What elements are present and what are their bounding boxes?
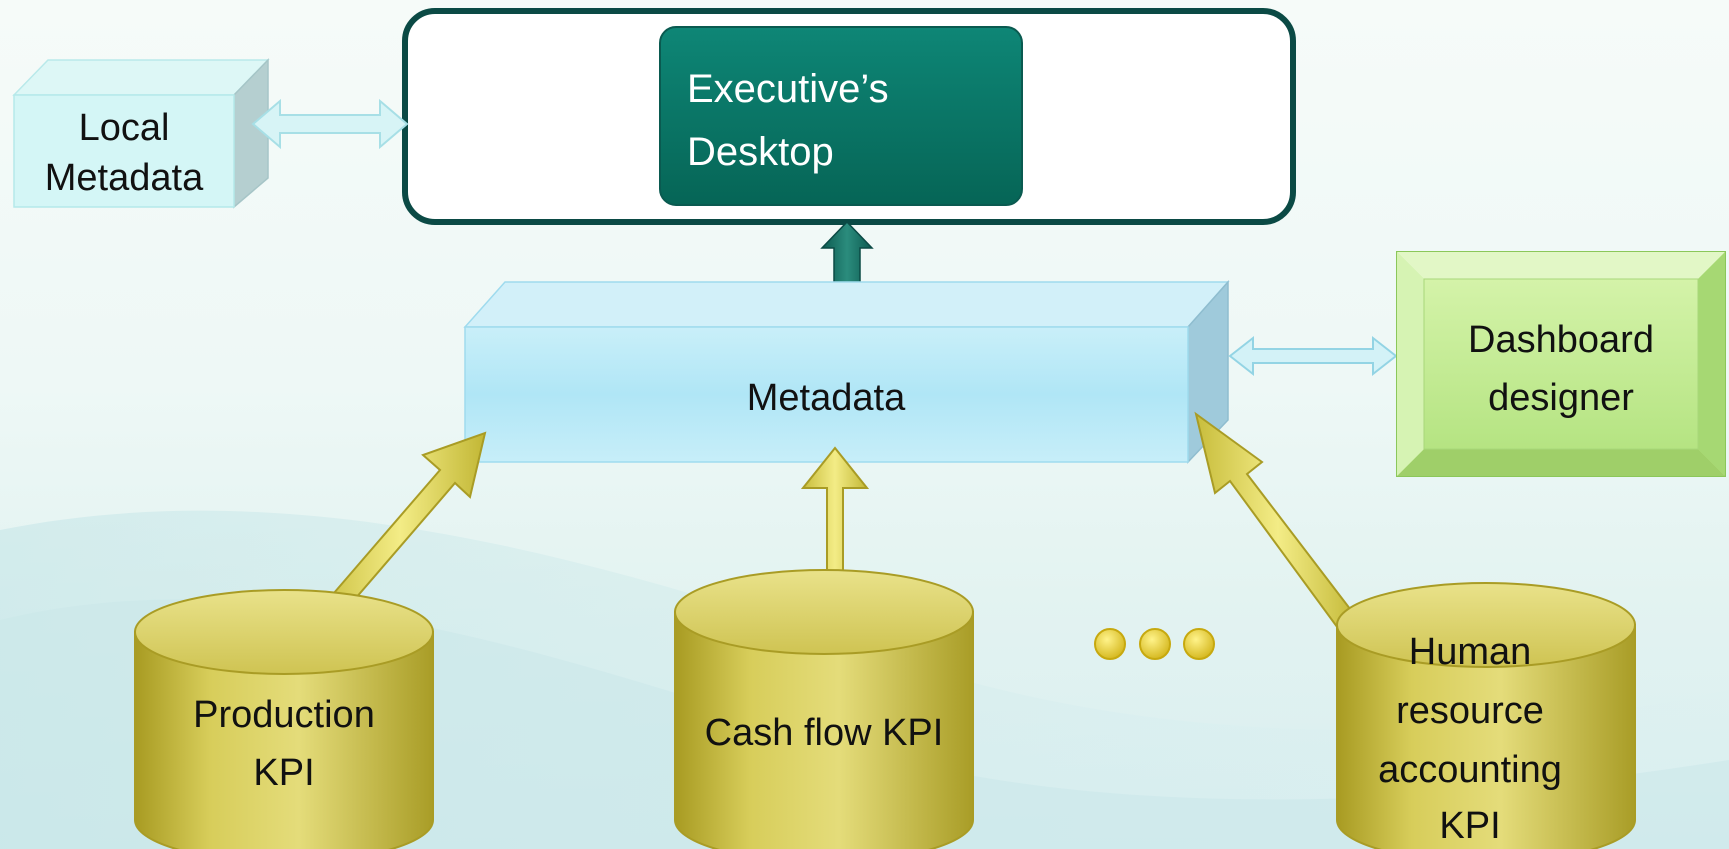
local-metadata-box: Local Metadata bbox=[12, 58, 270, 209]
executive-desktop-group: Executive’s Desktop bbox=[402, 8, 1296, 225]
metadata-label: Metadata bbox=[747, 377, 906, 419]
executive-desktop-label-line2: Desktop bbox=[687, 130, 834, 174]
local-executive-double-arrow bbox=[251, 98, 409, 150]
metadata-box: Metadata bbox=[463, 280, 1230, 464]
dashboard-designer-label-line1: Dashboard bbox=[1468, 319, 1654, 361]
hr-accounting-kpi-cylinder: Human resource accounting KPI bbox=[1336, 582, 1636, 849]
production-kpi-label-line2: KPI bbox=[253, 752, 314, 794]
hr-kpi-label-line1: Human bbox=[1409, 631, 1532, 673]
production-kpi-cylinder: Production KPI bbox=[134, 589, 434, 849]
metadata-designer-double-arrow bbox=[1228, 335, 1398, 377]
dashboard-designer-label-line2: designer bbox=[1488, 377, 1634, 419]
cash-flow-kpi-cylinder: Cash flow KPI bbox=[674, 569, 974, 849]
dashboard-designer-box: Dashboard designer bbox=[1396, 251, 1726, 477]
three-dots-icon bbox=[1094, 628, 1215, 660]
local-metadata-label-line1: Local bbox=[79, 107, 170, 149]
executive-desktop-label-line1: Executive’s bbox=[687, 67, 889, 111]
production-kpi-label-line1: Production bbox=[193, 694, 375, 736]
hr-to-metadata-arrow bbox=[1194, 411, 1362, 637]
executive-desktop-box bbox=[659, 26, 1023, 206]
hr-kpi-label-line2: resource bbox=[1396, 690, 1544, 732]
hr-kpi-label-line3: accounting bbox=[1378, 749, 1562, 791]
hr-kpi-label-line4: KPI bbox=[1439, 805, 1500, 847]
local-metadata-label-line2: Metadata bbox=[45, 157, 204, 199]
cash-flow-kpi-label: Cash flow KPI bbox=[705, 712, 944, 754]
